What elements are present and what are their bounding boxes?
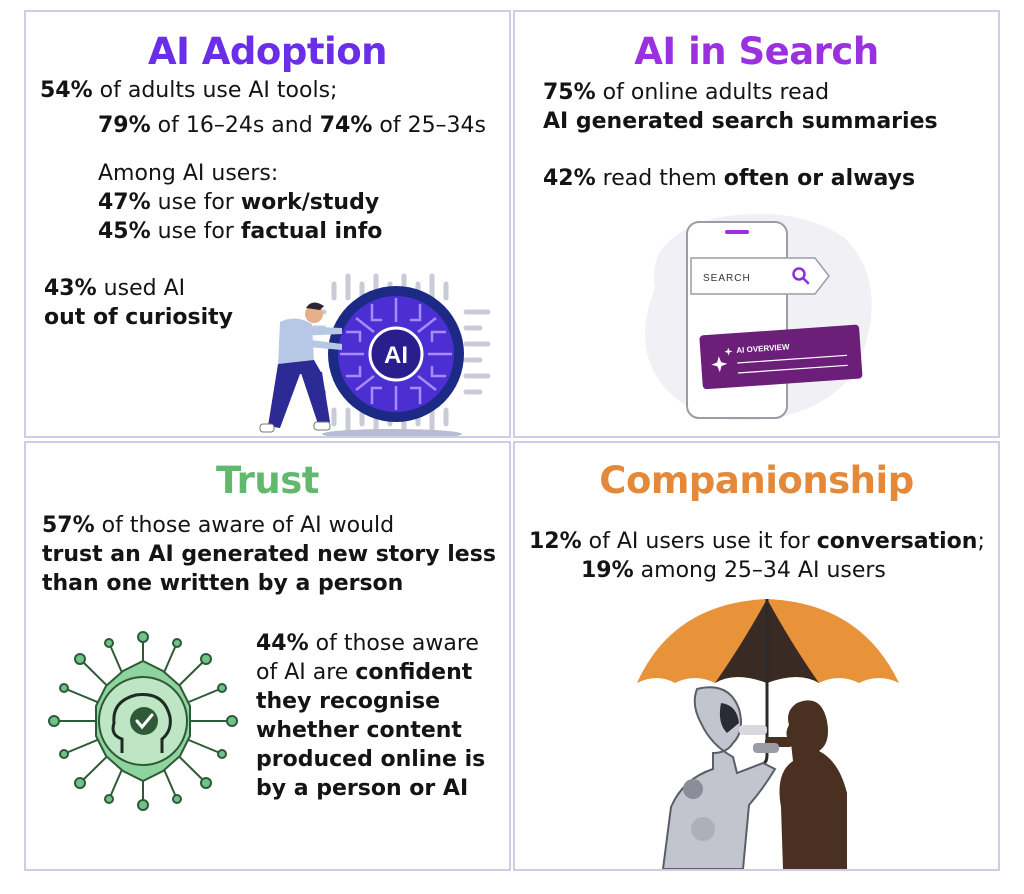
trust-panel: Trust 57% of those aware of AI would tru… xyxy=(24,441,511,871)
trust-line-5: of AI are confident xyxy=(256,660,473,685)
trust-line-1: 57% of those aware of AI would xyxy=(42,513,395,538)
sparkle-icon xyxy=(711,347,733,373)
companionship-line-1: 12% of AI users use it for conversation; xyxy=(529,529,985,554)
adoption-line-4: 47% use for work/study xyxy=(98,190,380,215)
head-checkmark-virus-icon xyxy=(48,631,238,811)
chip-label: AI xyxy=(384,342,408,369)
adoption-line-3: Among AI users: xyxy=(98,161,279,186)
companionship-panel: Companionship 12% of AI users use it for… xyxy=(513,441,1000,871)
trust-line-3: than one written by a person xyxy=(42,571,404,596)
companionship-title: Companionship xyxy=(599,459,914,502)
robot-and-person-under-umbrella-illustration xyxy=(637,599,899,869)
search-line-1: 75% of online adults read xyxy=(543,80,830,105)
search-line-3: 42% read them often or always xyxy=(543,166,916,191)
adoption-line-7: out of curiosity xyxy=(44,305,233,330)
ai-overview-label: AI OVERVIEW xyxy=(736,342,790,355)
adoption-line-2: 79% of 16–24s and 74% of 25–34s xyxy=(98,113,487,138)
trust-title: Trust xyxy=(216,459,319,502)
trust-line-4: 44% of those aware xyxy=(256,631,479,656)
phone-search-illustration: SEARCH AI OVERVIEW xyxy=(645,213,872,421)
companionship-line-2: 19% among 25–34 AI users xyxy=(581,558,886,583)
adoption-line-6: 43% used AI xyxy=(44,276,186,301)
person-pushing-ai-chip-illustration: AI xyxy=(259,273,491,436)
trust-line-8: produced online is xyxy=(256,747,486,772)
search-line-2: AI generated search summaries xyxy=(543,109,938,134)
ai-adoption-title: AI Adoption xyxy=(148,30,387,73)
adoption-line-5: 45% use for factual info xyxy=(98,219,383,244)
trust-line-9: by a person or AI xyxy=(256,776,469,801)
search-box-label: SEARCH xyxy=(703,273,751,284)
ai-adoption-panel: AI Adoption 54% of adults use AI tools; … xyxy=(24,10,511,438)
ai-in-search-title: AI in Search xyxy=(634,30,879,73)
adoption-line-1: 54% of adults use AI tools; xyxy=(40,78,338,103)
trust-line-6: they recognise xyxy=(256,689,440,714)
ai-in-search-panel: AI in Search 75% of online adults read A… xyxy=(513,10,1000,438)
search-icon xyxy=(792,267,810,285)
trust-line-7: whether content xyxy=(256,718,462,743)
trust-line-2: trust an AI generated new story less xyxy=(42,542,496,567)
